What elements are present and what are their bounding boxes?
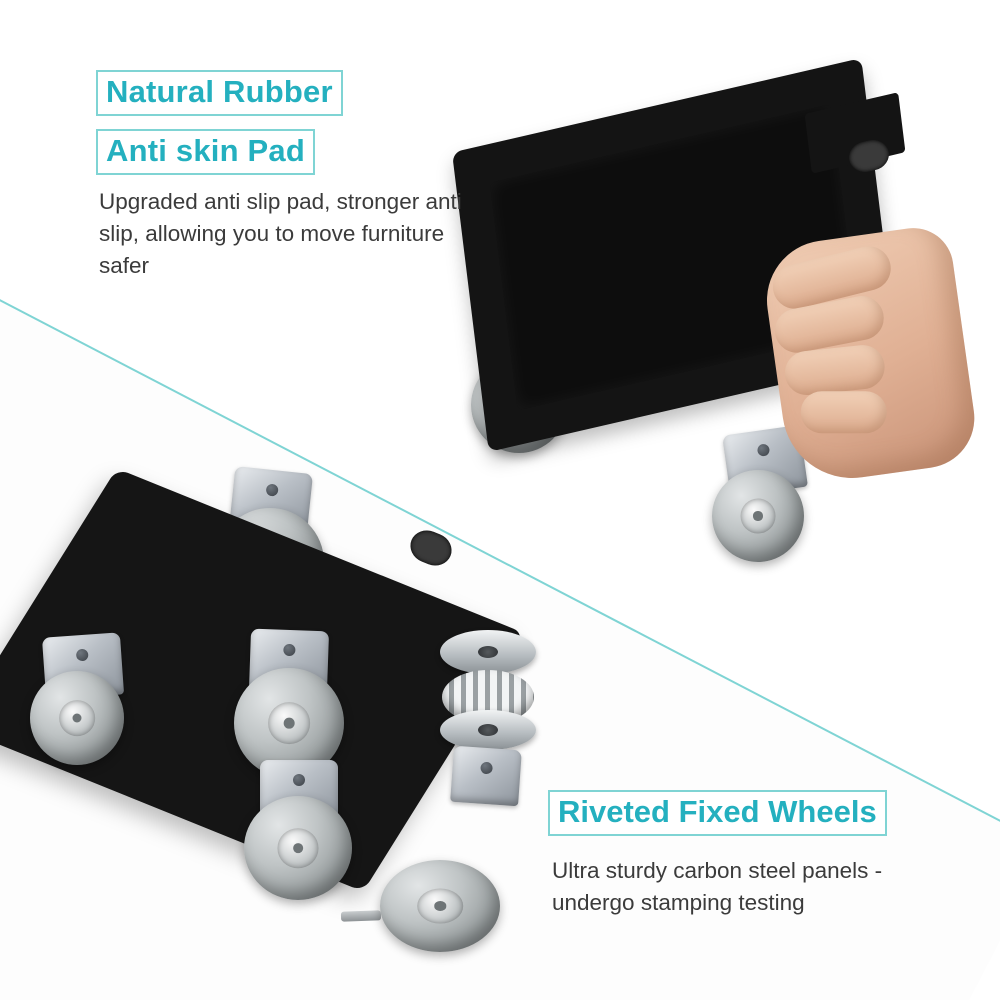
finger — [800, 391, 887, 434]
caster-tire — [380, 860, 500, 952]
callout-body-top-left: Upgraded anti slip pad, stronger anti sl… — [99, 189, 462, 278]
wheel-axle — [340, 910, 382, 922]
top-product-photo — [452, 58, 981, 562]
headline-badge-anti-skin-pad: Anti skin Pad — [96, 129, 315, 175]
headline-badge-natural-rubber: Natural Rubber — [96, 70, 343, 116]
bearing-base — [440, 710, 536, 750]
caster-tire — [234, 668, 344, 778]
caster-tire — [30, 671, 124, 765]
callout-body-bottom-right: Ultra sturdy carbon steel panels - under… — [552, 858, 883, 915]
wheel-hub — [59, 700, 95, 736]
bearing-cap — [440, 630, 536, 674]
wheel-hub — [417, 888, 463, 924]
wheel-hub — [268, 702, 310, 744]
bottom-product-photo — [0, 466, 570, 952]
caster-tire — [712, 470, 804, 562]
caster-tire — [244, 796, 352, 900]
exploded-swivel-bearing — [440, 630, 540, 807]
caster-bracket — [450, 745, 522, 807]
hanging-slot — [405, 525, 457, 571]
wheel-hub — [740, 498, 776, 534]
wheel-hub — [277, 828, 319, 868]
headline-badge-riveted-fixed-wheels: Riveted Fixed Wheels — [548, 790, 887, 836]
